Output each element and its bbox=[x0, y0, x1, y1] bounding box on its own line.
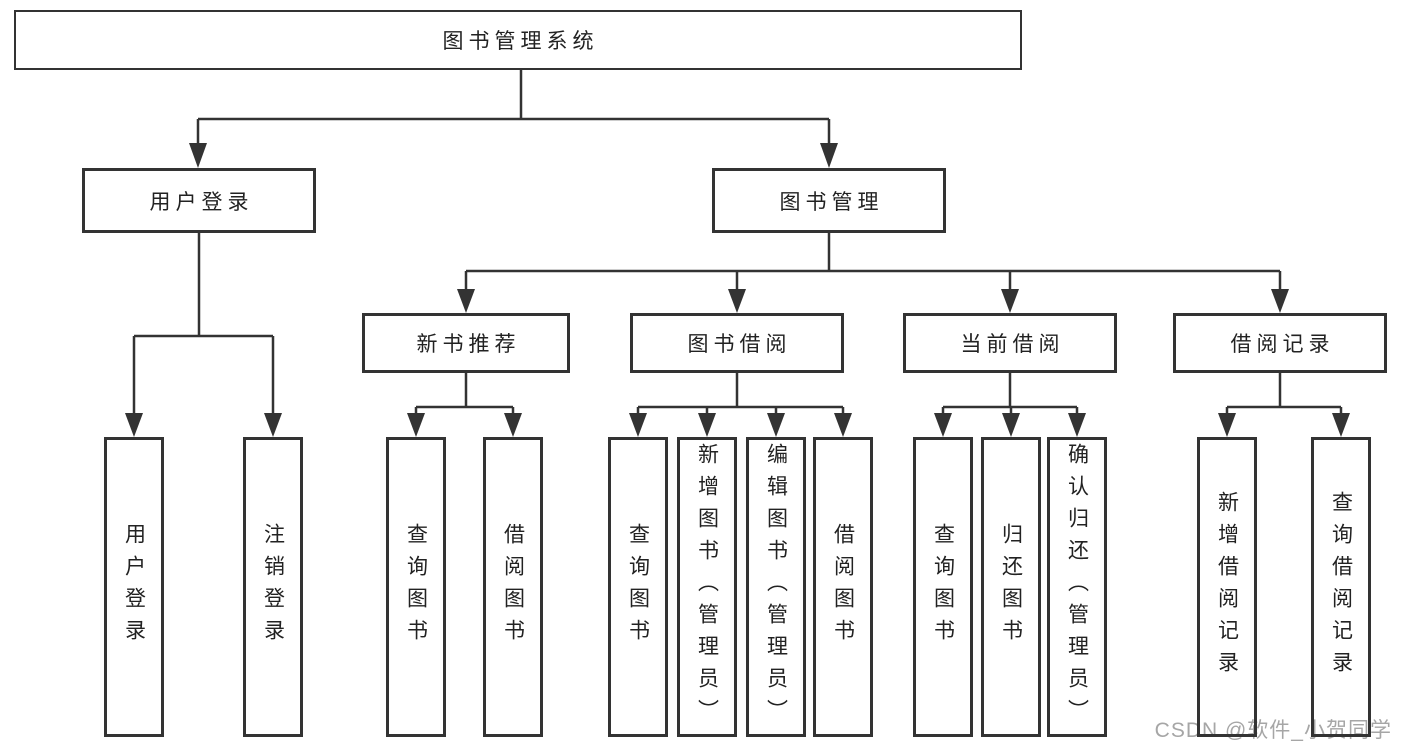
node-library-management-system: 图书管理系统 bbox=[14, 10, 1022, 70]
node-label: 图书管理系统 bbox=[442, 30, 599, 53]
leaf-label: 注销登录 bbox=[261, 523, 285, 651]
csdn-watermark: CSDN @软件_小贺同学 bbox=[1154, 719, 1392, 742]
leaf-logout: 注销登录 bbox=[243, 437, 303, 737]
leaf-user-login: 用户登录 bbox=[104, 437, 164, 737]
node-book-borrowing: 图书借阅 bbox=[630, 313, 844, 373]
leaf-label: 查询借阅记录 bbox=[1329, 491, 1353, 683]
leaf-label: 新增借阅记录 bbox=[1215, 491, 1239, 683]
leaf-borrow-books: 借阅图书 bbox=[813, 437, 873, 737]
leaf-label: 查询图书 bbox=[931, 523, 955, 651]
node-label: 当前借阅 bbox=[960, 333, 1065, 356]
node-label: 图书管理 bbox=[779, 190, 884, 214]
leaf-add-borrow-record: 新增借阅记录 bbox=[1197, 437, 1257, 737]
leaf-label: 查询图书 bbox=[626, 523, 650, 651]
leaf-confirm-return-admin: 确认归还（管理员） bbox=[1047, 437, 1107, 737]
leaf-return-books: 归还图书 bbox=[981, 437, 1041, 737]
leaf-borrow-books-recommend: 借阅图书 bbox=[483, 437, 543, 737]
leaf-query-books-recommend: 查询图书 bbox=[386, 437, 446, 737]
node-label: 用户登录 bbox=[149, 190, 254, 214]
leaf-edit-books-admin: 编辑图书（管理员） bbox=[746, 437, 806, 737]
leaf-query-books-borrow: 查询图书 bbox=[608, 437, 668, 737]
node-book-management: 图书管理 bbox=[712, 168, 946, 233]
leaf-label: 查询图书 bbox=[404, 523, 428, 651]
node-new-book-recommend: 新书推荐 bbox=[362, 313, 570, 373]
leaf-label: 确认归还（管理员） bbox=[1065, 443, 1089, 731]
node-label: 新书推荐 bbox=[416, 333, 521, 356]
node-current-borrowing: 当前借阅 bbox=[903, 313, 1117, 373]
leaf-query-borrow-record: 查询借阅记录 bbox=[1311, 437, 1371, 737]
leaf-label: 借阅图书 bbox=[831, 523, 855, 651]
leaf-label: 新增图书（管理员） bbox=[695, 443, 719, 731]
node-user-login: 用户登录 bbox=[82, 168, 316, 233]
node-label: 借阅记录 bbox=[1230, 333, 1335, 356]
leaf-label: 用户登录 bbox=[122, 523, 146, 651]
node-borrowing-records: 借阅记录 bbox=[1173, 313, 1387, 373]
arrowheads bbox=[125, 143, 1350, 437]
node-label: 图书借阅 bbox=[687, 333, 792, 356]
leaf-label: 编辑图书（管理员） bbox=[764, 443, 788, 731]
leaf-label: 借阅图书 bbox=[501, 523, 525, 651]
leaf-label: 归还图书 bbox=[999, 523, 1023, 651]
leaf-add-books-admin: 新增图书（管理员） bbox=[677, 437, 737, 737]
leaf-query-books-current: 查询图书 bbox=[913, 437, 973, 737]
